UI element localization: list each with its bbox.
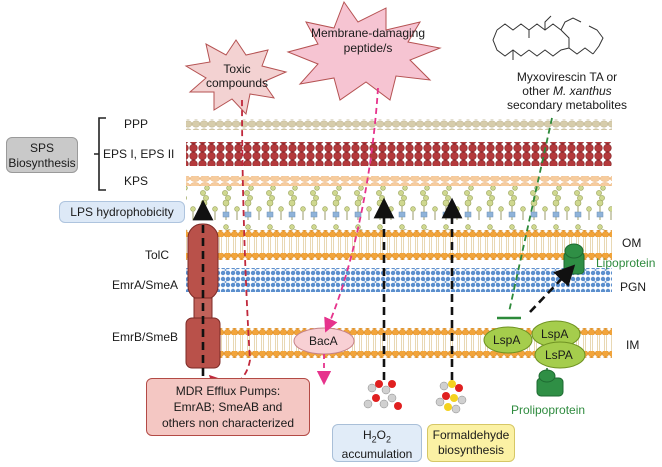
label-lspa-3: LsPA bbox=[545, 348, 573, 362]
label-baca: BacA bbox=[309, 334, 338, 348]
h2o2-h: H bbox=[362, 428, 372, 442]
burst-peptide-line1: Membrane-damaging bbox=[310, 26, 426, 40]
burst-toxic-label: Toxic compounds bbox=[205, 62, 269, 90]
label-im: IM bbox=[626, 338, 640, 352]
lspa-enzyme-3 bbox=[534, 341, 586, 369]
eps-layer bbox=[186, 142, 612, 166]
kps-layer bbox=[186, 176, 612, 186]
arrow-peptide-to-baca bbox=[324, 87, 379, 333]
label-om: OM bbox=[622, 236, 642, 250]
formaldehyde-box: Formaldehyde biosynthesis bbox=[427, 424, 515, 462]
formaldehyde-line1: Formaldehyde bbox=[432, 428, 510, 442]
label-lspa-1: LspA bbox=[493, 333, 521, 347]
metabolite-prefix: other bbox=[522, 84, 553, 98]
formaldehyde-line2: biosynthesis bbox=[437, 443, 505, 457]
label-lipoprotein: Lipoprotein bbox=[596, 256, 656, 270]
pgn-layer bbox=[186, 268, 612, 292]
label-prolipoprotein: Prolipoprotein bbox=[511, 403, 586, 417]
label-emrb-smeb: EmrB/SmeB bbox=[112, 330, 179, 344]
metabolite-label: Myxovirescin TA or other M. xanthus seco… bbox=[478, 70, 656, 112]
mdr-line3: others non characterized bbox=[161, 416, 295, 430]
arrow-lipoprotein-export bbox=[529, 264, 576, 313]
mdr-line1: MDR Efflux Pumps: bbox=[175, 384, 281, 398]
sps-bracket bbox=[94, 117, 106, 191]
layer-label-ppp: PPP bbox=[124, 117, 149, 131]
burst-peptide-label: Membrane-damaging peptide/s bbox=[308, 26, 428, 56]
metabolite-line3: secondary metabolites bbox=[506, 98, 628, 112]
lps-layer bbox=[186, 186, 612, 230]
arrow-toxic-to-pump bbox=[208, 99, 251, 391]
ppp-layer bbox=[186, 119, 612, 130]
burst-toxic-line1: Toxic bbox=[223, 62, 251, 76]
label-pgn: PGN bbox=[620, 280, 647, 294]
metabolite-line2: other M. xanthus bbox=[478, 84, 656, 98]
metabolite-line1: Myxovirescin TA or bbox=[516, 70, 618, 84]
label-tolc: TolC bbox=[145, 248, 170, 262]
sps-box-line2: Biosynthesis bbox=[8, 156, 76, 170]
myxovirescin-structure bbox=[492, 15, 604, 60]
lipoprotein-shape bbox=[563, 243, 585, 275]
label-lspa-2: LspA bbox=[541, 327, 569, 341]
efflux-pump bbox=[185, 223, 221, 369]
burst-peptide-line2: peptide/s bbox=[343, 41, 393, 55]
label-emra-smea: EmrA/SmeA bbox=[112, 278, 179, 292]
burst-toxic-line2: compounds bbox=[205, 76, 269, 90]
h2o2-formula: H2O2 bbox=[333, 428, 421, 447]
h2o2-sub1: 2 bbox=[371, 434, 377, 445]
arrow-metabolite-inhibition bbox=[508, 117, 553, 313]
sps-biosynthesis-box: SPS Biosynthesis bbox=[6, 137, 78, 173]
h2o2-sub2: 2 bbox=[386, 434, 392, 445]
h2o2-molecules bbox=[363, 380, 402, 410]
h2o2-line2: accumulation bbox=[341, 447, 413, 462]
mdr-line2: EmrAB; SmeAB and bbox=[173, 400, 283, 414]
sps-box-line1: SPS bbox=[29, 141, 54, 155]
burst-membrane-peptide bbox=[286, 0, 442, 101]
layer-label-eps: EPS I, EPS II bbox=[103, 147, 175, 161]
outer-membrane bbox=[186, 230, 612, 260]
lps-hydrophobicity-box: LPS hydrophobicity bbox=[59, 201, 185, 223]
layer-label-kps: KPS bbox=[124, 174, 149, 188]
burst-toxic-compounds bbox=[184, 39, 288, 116]
h2o2-accumulation-box: H2O2 accumulation bbox=[332, 424, 422, 462]
metabolite-species: M. xanthus bbox=[552, 84, 612, 98]
mdr-efflux-box: MDR Efflux Pumps: EmrAB; SmeAB and other… bbox=[146, 378, 310, 436]
formaldehyde-molecules bbox=[435, 380, 467, 414]
lspa-enzyme-1 bbox=[483, 326, 533, 354]
h2o2-o: O bbox=[376, 428, 386, 442]
prolipoprotein-shape bbox=[536, 368, 564, 397]
